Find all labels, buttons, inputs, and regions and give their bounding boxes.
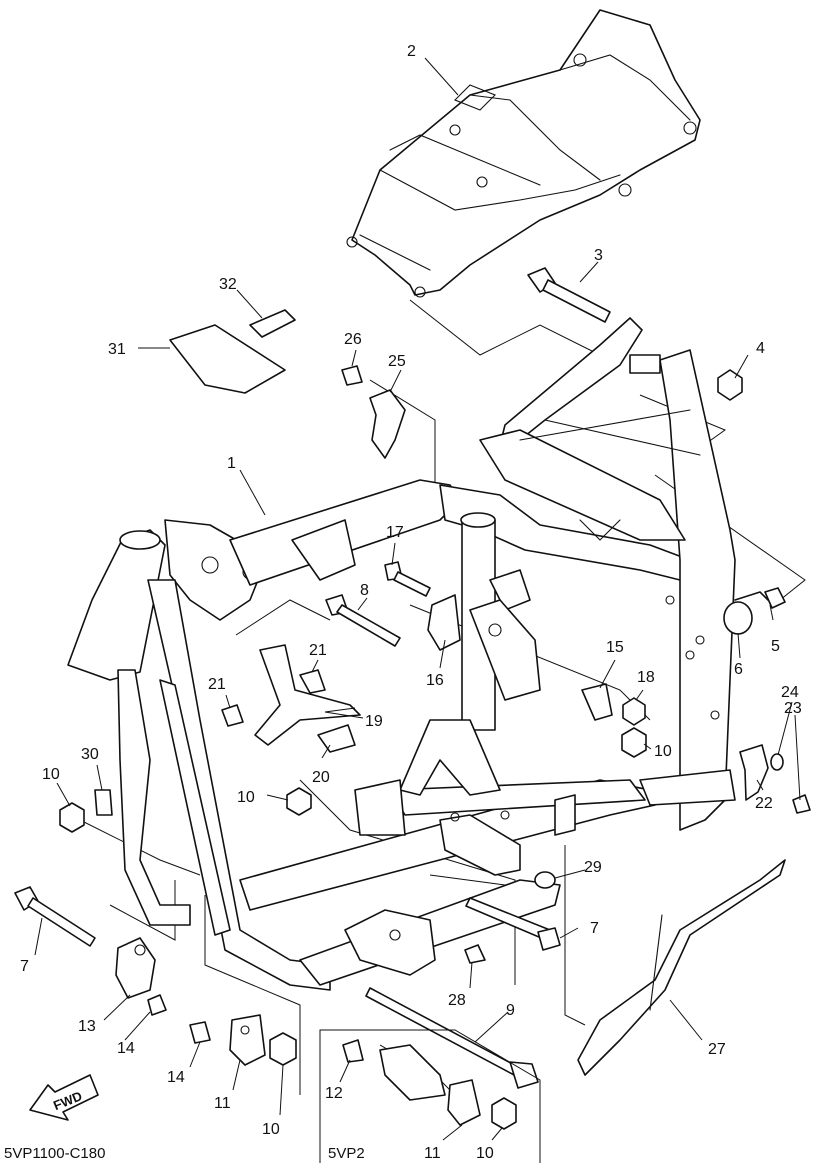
callout-6: 6 (734, 661, 743, 678)
callout-12: 12 (325, 1085, 343, 1102)
callout-1: 1 (227, 455, 236, 472)
variant-box (319, 1029, 541, 1163)
callout-21-right: 21 (309, 642, 327, 659)
callout-26: 26 (344, 331, 362, 348)
callout-20: 20 (312, 769, 330, 786)
callout-22: 22 (755, 795, 773, 812)
callout-30: 30 (81, 746, 99, 763)
leader-lines (34, 57, 801, 1141)
callout-10-bottom: 10 (262, 1121, 280, 1138)
callout-15: 15 (606, 639, 624, 656)
callouts: 1 2 3 4 5 6 7 7 8 9 10 10 10 10 10 11 11… (20, 43, 802, 1162)
callout-10-center: 10 (237, 789, 255, 806)
callout-23: 23 (784, 700, 802, 717)
callout-11: 11 (214, 1095, 231, 1112)
callout-31: 31 (108, 341, 126, 358)
variant-label: 5VP2 (328, 1145, 365, 1162)
callout-9: 9 (506, 1002, 515, 1019)
callout-17: 17 (386, 524, 404, 541)
fwd-arrow: FWD (29, 1074, 99, 1121)
callout-10-left: 10 (42, 766, 60, 783)
callout-7-right: 7 (590, 920, 599, 937)
callout-29: 29 (584, 859, 602, 876)
callout-10-right: 10 (654, 743, 672, 760)
callout-3: 3 (594, 247, 603, 264)
callout-5: 5 (771, 638, 780, 655)
callout-27: 27 (708, 1041, 726, 1058)
callout-16: 16 (426, 672, 444, 689)
callout-4: 4 (756, 340, 765, 357)
callout-14-bottom: 14 (167, 1069, 185, 1086)
callout-11-variant: 11 (424, 1145, 441, 1162)
callout-19: 19 (365, 713, 383, 730)
callout-32: 32 (219, 276, 237, 293)
rear-frame (346, 9, 701, 298)
callout-13: 13 (78, 1018, 96, 1035)
callout-14-left: 14 (117, 1040, 135, 1057)
callout-2: 2 (407, 43, 416, 60)
callout-7-left: 7 (20, 958, 29, 975)
drawing-code: 5VP1100-C180 (4, 1145, 105, 1162)
callout-10-variant: 10 (476, 1145, 494, 1162)
callout-24: 24 (781, 684, 799, 701)
callout-21-left: 21 (208, 676, 226, 693)
callout-8: 8 (360, 582, 369, 599)
small-parts (14, 267, 811, 1130)
callout-25: 25 (388, 353, 406, 370)
main-frame (67, 317, 736, 991)
callout-18: 18 (637, 669, 655, 686)
callout-28: 28 (448, 992, 466, 1009)
